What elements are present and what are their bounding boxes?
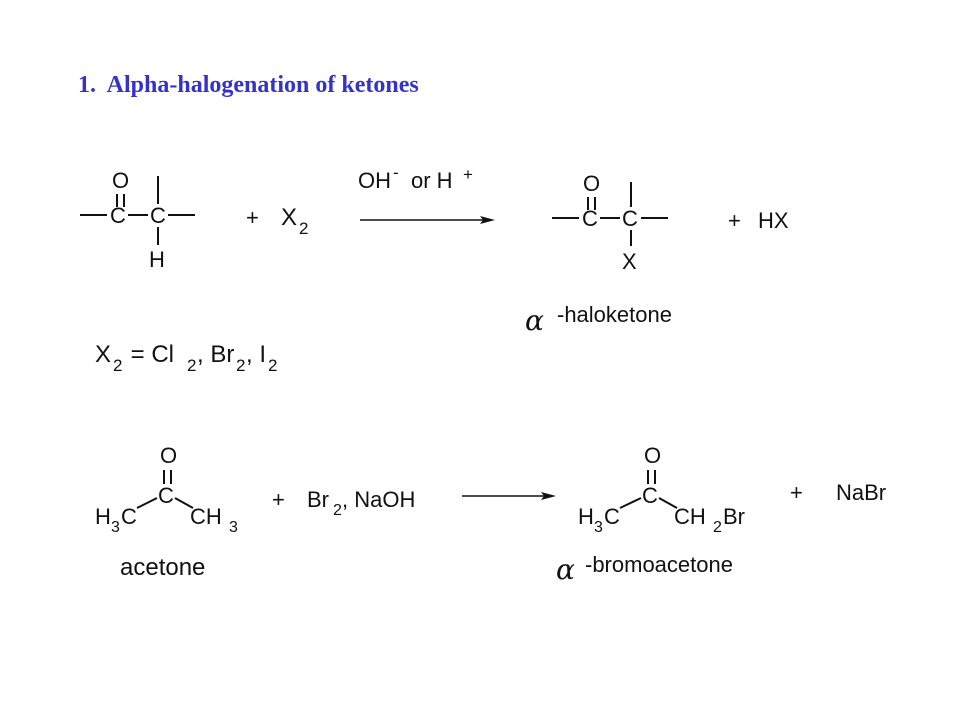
methyl-sub: 3 xyxy=(229,519,238,536)
product-name-label: α -haloketone xyxy=(525,302,672,337)
methyl-c: C xyxy=(121,504,137,529)
condition-hydroxide: OH xyxy=(358,168,391,193)
reagent-x: X xyxy=(281,204,297,231)
reactant-carbonyl-carbon: C xyxy=(110,203,126,228)
reactant-name-acetone: acetone xyxy=(120,554,205,581)
product-alpha-carbon: C xyxy=(622,206,638,231)
product-name-label-2: α -bromoacetone xyxy=(556,552,733,586)
group-br: Br xyxy=(723,504,745,529)
condition-acid: or H xyxy=(411,168,453,193)
product-name: -haloketone xyxy=(557,302,672,327)
def-x: X xyxy=(95,341,111,368)
plus-sign: + xyxy=(790,480,803,505)
group-ch: CH xyxy=(674,504,706,529)
bromoacetone-right-group: CH 2 Br xyxy=(674,504,745,536)
bromoacetone-carbonyl-carbon: C xyxy=(642,483,658,508)
def-i: , I xyxy=(246,341,266,368)
methyl-ch: CH xyxy=(190,504,222,529)
methyl-h: H xyxy=(578,504,594,529)
product-name-bromoacetone: -bromoacetone xyxy=(585,552,733,577)
alpha-symbol: α xyxy=(556,553,575,586)
alpha-symbol: α xyxy=(525,304,544,337)
condition-hydroxide-charge: - xyxy=(393,163,399,182)
bromoacetone-left-bond xyxy=(619,497,642,509)
reactant-ketone: O C C H xyxy=(80,168,195,272)
reagent-br: Br xyxy=(307,487,329,512)
halogen-definition: X 2 = Cl 2 , Br 2 , I 2 xyxy=(95,341,277,375)
byproduct-hx: HX xyxy=(758,208,789,233)
def-br-sub: 2 xyxy=(236,356,245,375)
acetone-oxygen-atom: O xyxy=(160,443,177,468)
reaction-arrow-2 xyxy=(462,492,556,500)
methyl-sub: 3 xyxy=(594,519,603,536)
plus-sign: + xyxy=(246,205,259,230)
condition-acid-charge: + xyxy=(463,165,473,184)
acetone-right-methyl: CH 3 xyxy=(190,504,238,536)
product-oxygen-atom: O xyxy=(583,171,600,196)
byproduct-nabr: NaBr xyxy=(836,480,886,505)
reactant-alpha-carbon: C xyxy=(150,203,166,228)
bromoacetone-right-bond xyxy=(658,497,678,509)
bromination-reagents: Br 2 , NaOH xyxy=(307,487,415,519)
product-alpha-halogen: X xyxy=(622,249,637,274)
reagent-br-sub: 2 xyxy=(333,502,342,519)
slide-title: 1. Alpha-halogenation of ketones xyxy=(78,72,419,98)
reactant-oxygen-atom: O xyxy=(112,168,129,193)
def-br: , Br xyxy=(197,341,234,368)
methyl-c: C xyxy=(604,504,620,529)
product-carbonyl-carbon: C xyxy=(582,206,598,231)
bromoacetone-structure: O C H 3 C CH 2 Br xyxy=(578,443,745,536)
acetone-left-bond xyxy=(136,497,158,509)
plus-sign: + xyxy=(728,208,741,233)
bromoacetone-oxygen-atom: O xyxy=(644,443,661,468)
product-haloketone: O C C X xyxy=(552,171,668,274)
acetone-structure: O C H 3 C CH 3 xyxy=(95,443,238,536)
reaction-conditions: OH - or H + xyxy=(358,163,473,193)
bromoacetone-left-methyl: H 3 C xyxy=(578,504,620,536)
reactant-alpha-hydrogen: H xyxy=(149,247,165,272)
acetone-left-methyl: H 3 C xyxy=(95,504,137,536)
reaction-2: O C H 3 C CH 3 acetone + Br 2 , NaOH xyxy=(95,443,886,586)
def-x-sub: 2 xyxy=(113,356,122,375)
def-cl: = Cl xyxy=(124,341,174,368)
halogen-reagent: X 2 xyxy=(281,204,308,238)
reaction-arrow xyxy=(360,216,495,224)
acetone-right-bond xyxy=(174,497,194,509)
plus-sign: + xyxy=(272,487,285,512)
def-cl-sub: 2 xyxy=(187,356,196,375)
group-sub: 2 xyxy=(713,519,722,536)
reaction-1: O C C H + X 2 OH - or H + xyxy=(80,163,789,337)
methyl-sub: 3 xyxy=(111,519,120,536)
methyl-h: H xyxy=(95,504,111,529)
acetone-carbonyl-carbon: C xyxy=(158,483,174,508)
def-i-sub: 2 xyxy=(268,356,277,375)
reagent-naoh: , NaOH xyxy=(342,487,415,512)
reagent-subscript: 2 xyxy=(299,219,308,238)
